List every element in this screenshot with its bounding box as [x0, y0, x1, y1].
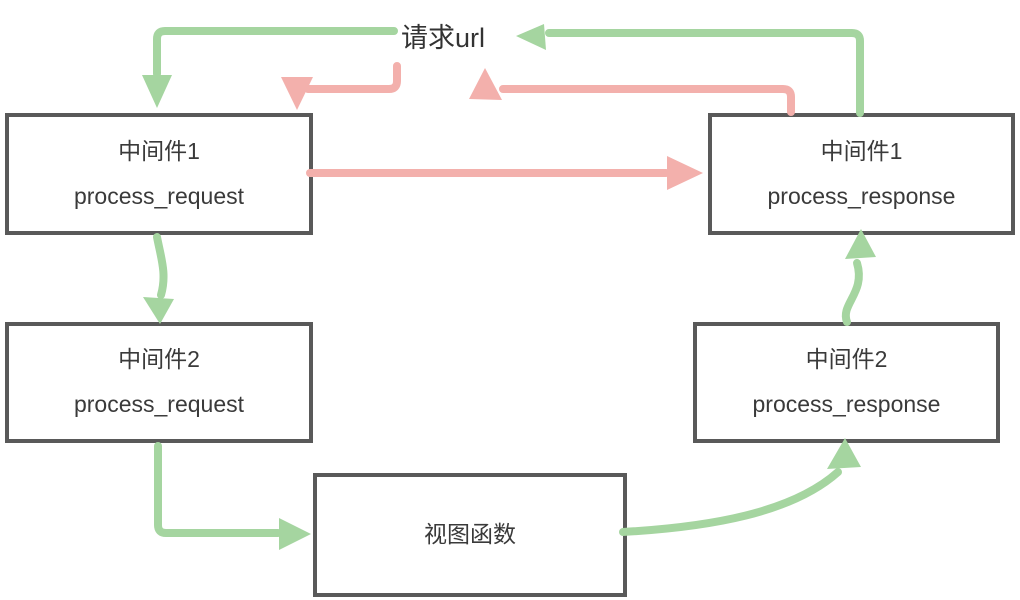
- pink-arrow-shortcut-into-mw1-request-icon: [281, 62, 401, 110]
- node-mw1-process-request: 中间件1 process_request: [5, 113, 313, 235]
- node-view-function: 视图函数: [313, 473, 627, 597]
- green-arrow-view-to-mw2-response-icon: [619, 438, 861, 536]
- node-title: 视图函数: [424, 521, 516, 548]
- node-subtitle: process_request: [73, 182, 245, 209]
- node-subtitle: process_response: [767, 182, 956, 209]
- request-url-label: 请求url: [401, 23, 486, 53]
- node-title: 中间件2: [118, 346, 200, 373]
- node-subtitle: process_response: [752, 391, 941, 417]
- green-arrow-url-to-mw1-request-icon: [142, 27, 398, 108]
- green-arrow-mw1-to-mw2-request-icon: [143, 233, 174, 324]
- green-arrow-mw2-request-to-view-icon: [154, 442, 311, 550]
- pink-arrow-mw1-response-to-url-icon: [469, 68, 795, 116]
- node-mw2-process-response: 中间件2 process_response: [693, 322, 1000, 443]
- node-subtitle: process_request: [73, 391, 245, 417]
- node-title: 中间件1: [820, 137, 903, 164]
- node-mw2-process-request: 中间件2 process_request: [5, 322, 313, 443]
- node-title: 中间件1: [118, 137, 200, 164]
- green-arrow-mw2-to-mw1-response-icon: [841, 229, 876, 326]
- green-arrow-mw1-response-to-url-icon: [516, 24, 864, 117]
- node-mw1-process-response: 中间件1 process_response: [708, 113, 1015, 235]
- pink-arrow-mw1-request-to-response-icon: [306, 156, 703, 190]
- node-title: 中间件2: [805, 346, 888, 373]
